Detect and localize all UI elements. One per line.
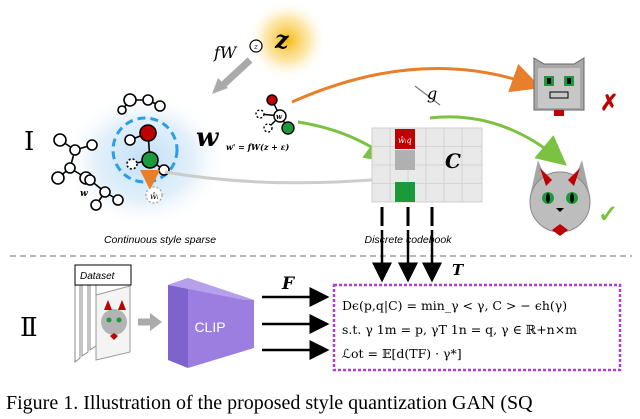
dataset-label: Dataset (80, 271, 116, 282)
clip-label: CLIP (194, 319, 225, 335)
dataset-arrow-head (150, 313, 162, 331)
ring-w-hat-label: ŵᵢ (150, 192, 159, 201)
w-prime-equation: w' = fW(z + ε) (226, 142, 290, 152)
t-arrows (372, 230, 442, 283)
latent-z-label: z (274, 25, 290, 54)
style-w-label: w (196, 123, 220, 153)
generated-cat-good (529, 160, 591, 236)
dataset-stack (74, 264, 132, 364)
g-leader-line (414, 85, 441, 106)
ring-w-hat-node (145, 186, 163, 204)
check-icon: ✓ (598, 201, 618, 228)
mapping-fw-label: fW (213, 43, 238, 62)
latent-node (249, 39, 263, 53)
equation-line-2: s.t. γ 1m = p, γT 1n = q, γ ∈ ℝ+n×m (342, 322, 577, 337)
w-prime-node-label: w (276, 112, 283, 121)
figure-caption: Figure 1. Illustration of the proposed s… (6, 392, 533, 414)
w-prime-graph (255, 94, 295, 135)
clip-encoder (168, 278, 254, 368)
cluster-w-label: w (80, 189, 88, 199)
equation-line-3: ℒot = 𝔼[d(TF) · γ*] (342, 346, 462, 361)
cross-icon: ✗ (600, 90, 618, 115)
f-label: F (281, 274, 296, 294)
equation-box (332, 283, 622, 372)
codebook-c-label: C (445, 149, 461, 173)
section-2-label: Ⅱ (20, 313, 38, 343)
g-label: g (427, 84, 437, 103)
style-graph-cluster (51, 93, 166, 211)
quantization-ring (111, 116, 179, 184)
section-1-label: Ⅰ (24, 127, 34, 157)
green-arrow-cat (429, 115, 567, 166)
codebook-grid (371, 127, 483, 203)
codebook-w-hat-q: ŵᵢq (398, 136, 412, 145)
gray-arrow-codebook (164, 165, 404, 195)
t-label: T (452, 261, 465, 279)
equation-line-1: Dϵ(p,q|C) = min_γ < γ, C > − ϵh(γ) (342, 298, 567, 313)
ring-graph (124, 124, 170, 176)
latent-glow (247, 0, 327, 80)
generated-cat-bad (533, 57, 585, 116)
mapping-arrow-head (212, 78, 228, 94)
mapping-arrow (219, 57, 253, 89)
continuous-style-caption: Continuous style sparse (104, 234, 216, 246)
f-arrows (262, 287, 330, 360)
orange-arrow (291, 63, 542, 104)
latent-node-label: z (253, 43, 258, 51)
codebook-ticks (380, 207, 434, 226)
